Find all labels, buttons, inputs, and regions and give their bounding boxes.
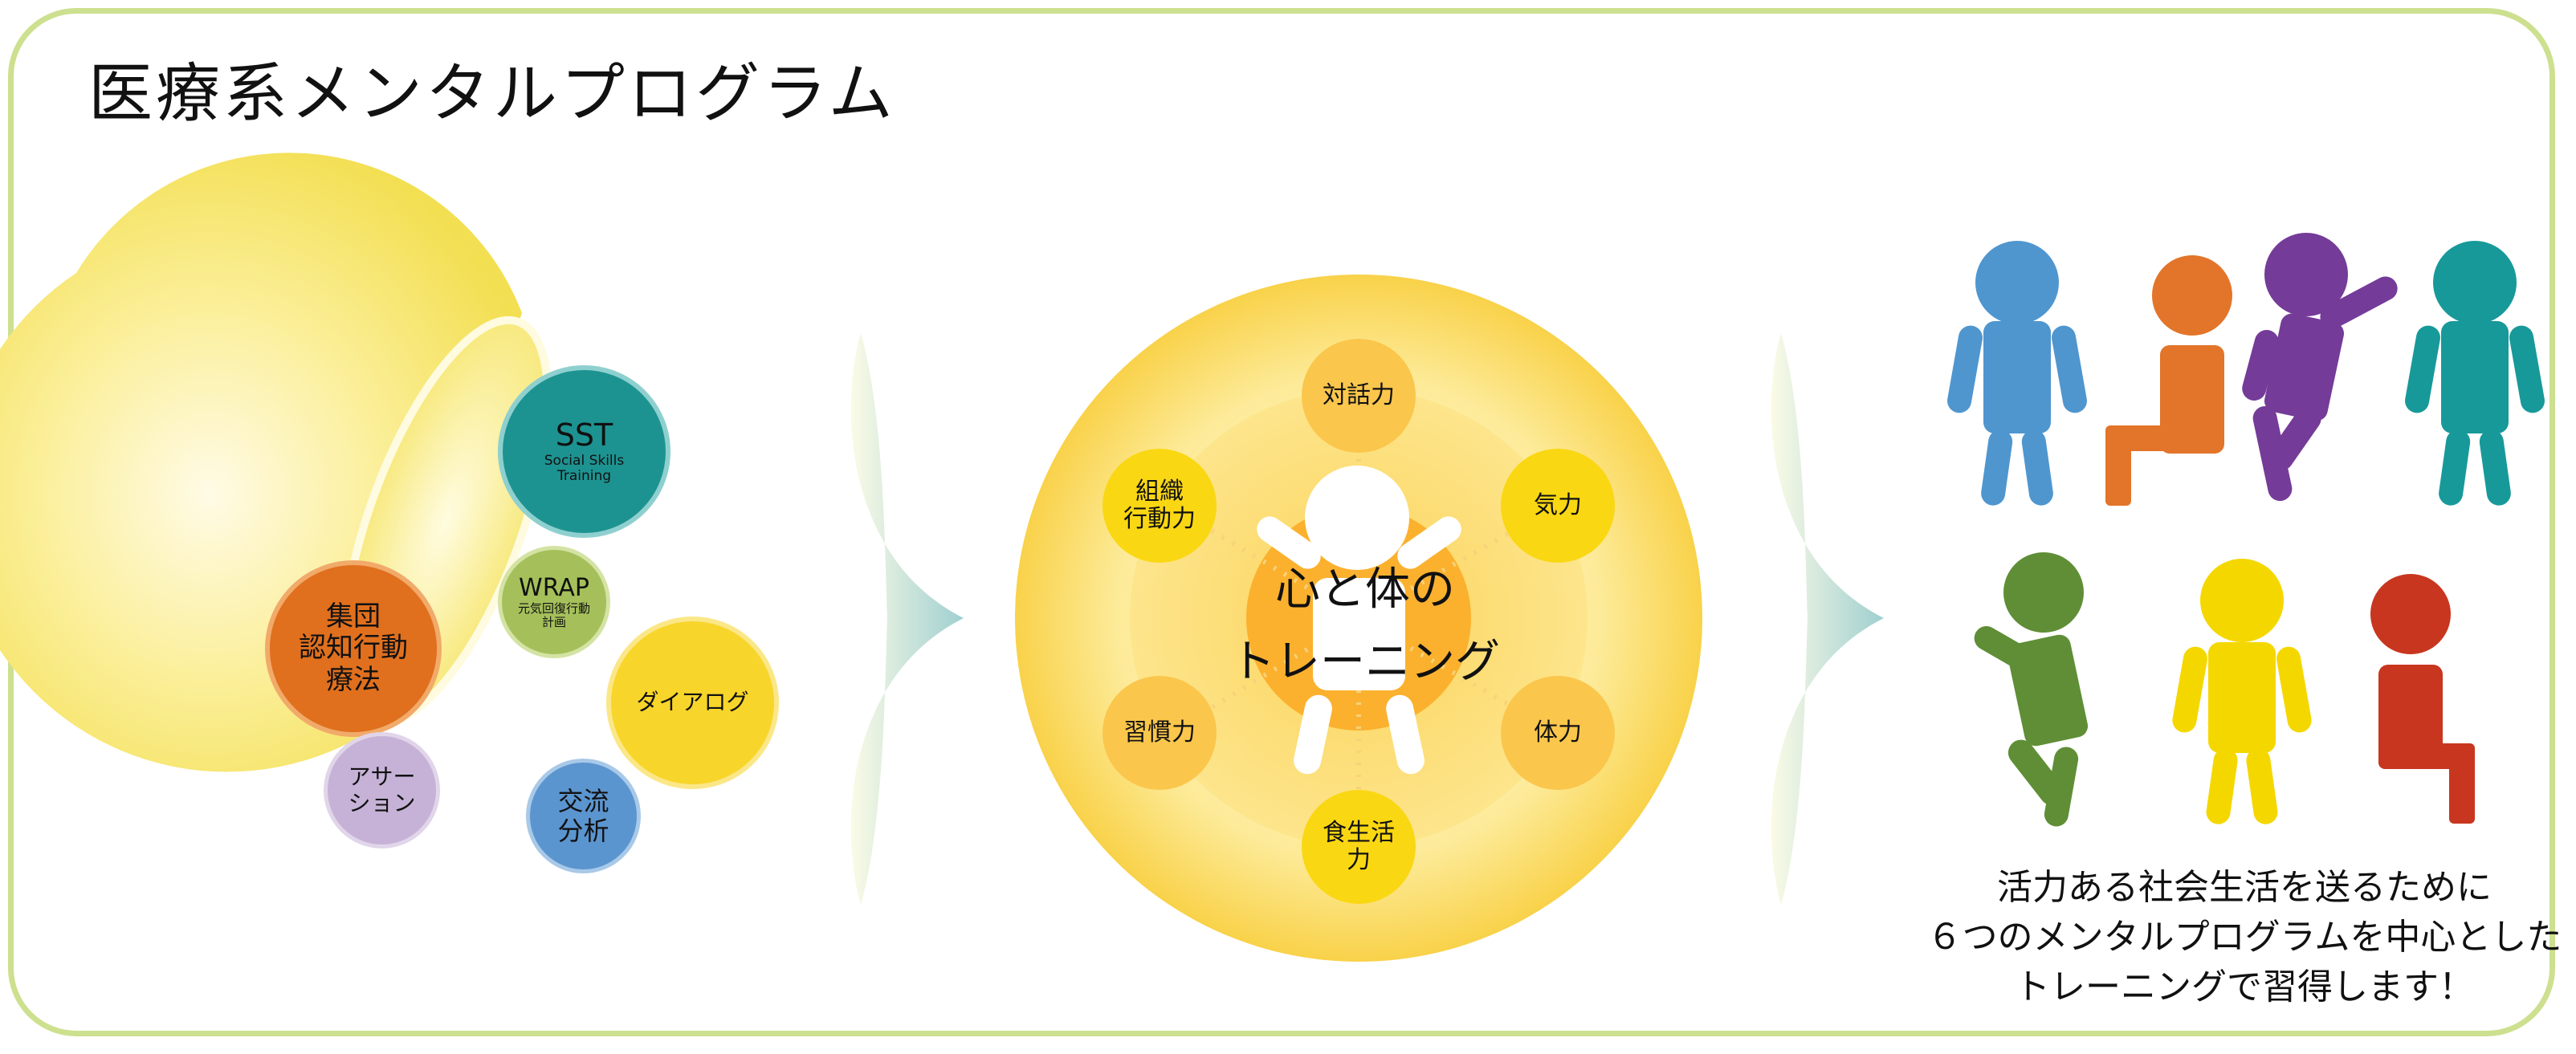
skill-taiwa-bubble: 対話力 bbox=[1302, 339, 1416, 453]
skill-tairyoku-bubble: 体力 bbox=[1501, 676, 1615, 790]
caption-line2: ６つのメンタルプログラムを中心とした bbox=[1926, 917, 2562, 958]
sst-sub2: Training bbox=[556, 468, 612, 485]
skill-label: 習慣力 bbox=[1123, 718, 1196, 747]
program-ta-bubble: 交流 分析 bbox=[526, 759, 641, 873]
center-label: 心と体の トレーニング bbox=[1164, 554, 1566, 698]
person-teal-icon bbox=[2405, 241, 2545, 506]
program-assertion-bubble: アサー ション bbox=[324, 732, 440, 848]
person-purple-icon bbox=[2242, 233, 2398, 502]
wrap-label: WRAP bbox=[519, 573, 589, 602]
person-blue-icon bbox=[1947, 241, 2087, 506]
person-green-icon bbox=[1974, 552, 2089, 827]
people-group bbox=[1947, 233, 2545, 827]
cbt-line2: 認知行動 bbox=[299, 632, 408, 665]
dialogue-label: ダイアログ bbox=[636, 689, 749, 716]
program-sst-bubble: SST Social Skills Training bbox=[498, 365, 670, 538]
caption-line3: トレーニングで習得します！ bbox=[2015, 967, 2474, 1007]
caption: 活力ある社会生活を送るために ６つのメンタルプログラムを中心とした トレーニング… bbox=[1923, 863, 2566, 1012]
page-title: 医療系メンタルプログラム bbox=[88, 56, 896, 131]
person-orange-icon bbox=[2105, 255, 2232, 506]
sst-label: SST bbox=[555, 417, 613, 454]
ta-line2: 分析 bbox=[557, 815, 609, 846]
skill-label: 組織 bbox=[1135, 477, 1184, 506]
skill-kiryoku-bubble: 気力 bbox=[1501, 449, 1615, 563]
assertion-line2: ション bbox=[348, 789, 416, 816]
caption-line1: 活力ある社会生活を送るために bbox=[1997, 867, 2492, 908]
ta-line1: 交流 bbox=[557, 785, 609, 816]
wrap-sub1: 元気回復行動 bbox=[517, 601, 590, 616]
cbt-line3: 療法 bbox=[326, 663, 381, 696]
skill-label: 食生活 bbox=[1323, 818, 1395, 847]
cbt-line1: 集団 bbox=[326, 600, 381, 633]
wrap-sub2: 計画 bbox=[541, 615, 566, 630]
funnel-left bbox=[850, 333, 964, 905]
skill-label-2: 行動力 bbox=[1123, 505, 1196, 533]
skill-label: 体力 bbox=[1534, 718, 1582, 747]
skill-label: 気力 bbox=[1534, 490, 1582, 519]
skill-shokuseikatsu-bubble: 食生活 力 bbox=[1302, 790, 1416, 904]
person-yellow-icon bbox=[2172, 559, 2312, 824]
skill-soshiki-bubble: 組織 行動力 bbox=[1103, 449, 1217, 563]
center-label-line1: 心と体の bbox=[1275, 564, 1455, 616]
assertion-line1: アサー bbox=[348, 763, 416, 791]
skill-shukan-bubble: 習慣力 bbox=[1103, 676, 1217, 790]
skill-label: 対話力 bbox=[1323, 380, 1395, 409]
center-person-icon bbox=[1257, 466, 1461, 775]
program-dialogue-bubble: ダイアログ bbox=[606, 617, 779, 789]
program-wrap-bubble: WRAP 元気回復行動 計画 bbox=[498, 546, 610, 658]
person-red-icon bbox=[2370, 574, 2475, 824]
program-cbt-bubble: 集団 認知行動 療法 bbox=[265, 560, 442, 737]
skill-label-2: 力 bbox=[1347, 846, 1371, 874]
sst-sub1: Social Skills bbox=[544, 452, 625, 469]
funnel-right bbox=[1771, 333, 1884, 905]
center-label-line2: トレーニング bbox=[1230, 636, 1500, 688]
